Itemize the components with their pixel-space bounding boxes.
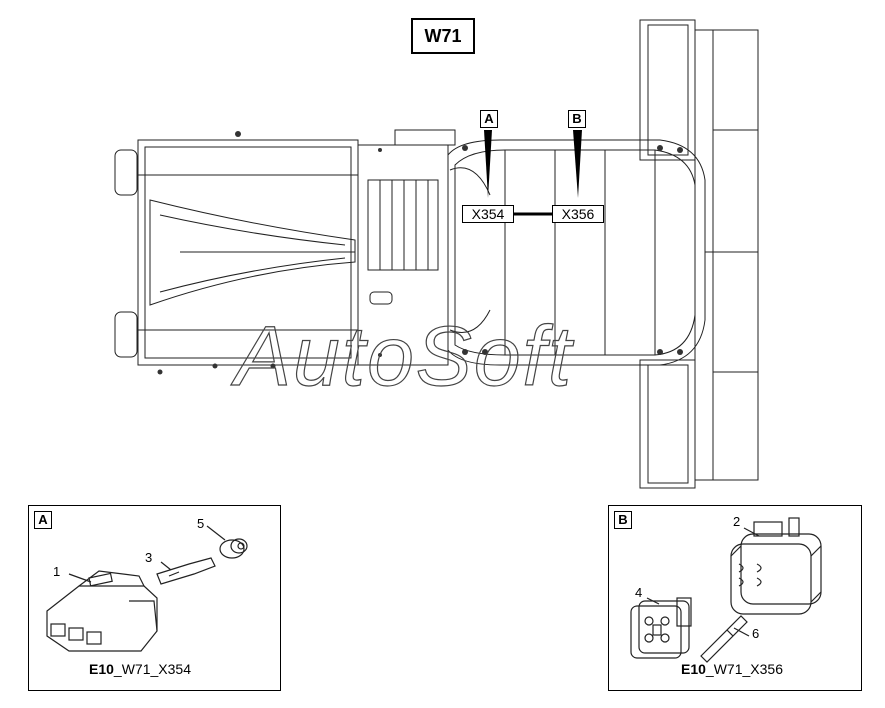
detail-a-caption-rest: _W71_X354 [113, 661, 191, 677]
callout-3: 3 [145, 550, 153, 565]
detail-a-caption: E10_W71_X354 [89, 661, 191, 677]
detail-b-marker: B [614, 511, 632, 529]
diagram-title: W71 [411, 18, 475, 54]
detail-a-caption-prefix: E10 [89, 661, 114, 677]
detail-b-caption: E10_W71_X356 [681, 661, 783, 677]
connector-x356-label: X356 [552, 205, 604, 223]
callout-1: 1 [53, 564, 61, 579]
callout-2: 2 [733, 514, 741, 529]
detail-b-caption-prefix: E10 [681, 661, 706, 677]
connector-x356-parts-drawing [630, 517, 822, 663]
detail-panel-a: A 1 3 5 E10_W71_X354 [28, 505, 281, 691]
watermark-text: AutoSoft [230, 309, 575, 403]
callout-6: 6 [752, 626, 760, 641]
connector-x354-label: X354 [462, 205, 514, 223]
callout-5: 5 [197, 516, 205, 531]
detail-a-marker: A [34, 511, 52, 529]
connector-x354-parts-drawing [46, 525, 248, 652]
marker-a-label: A [480, 110, 498, 128]
detail-b-caption-rest: _W71_X356 [705, 661, 783, 677]
marker-b-label: B [568, 110, 586, 128]
detail-panel-b: B 2 4 6 E1 [608, 505, 862, 691]
callout-4: 4 [635, 585, 643, 600]
